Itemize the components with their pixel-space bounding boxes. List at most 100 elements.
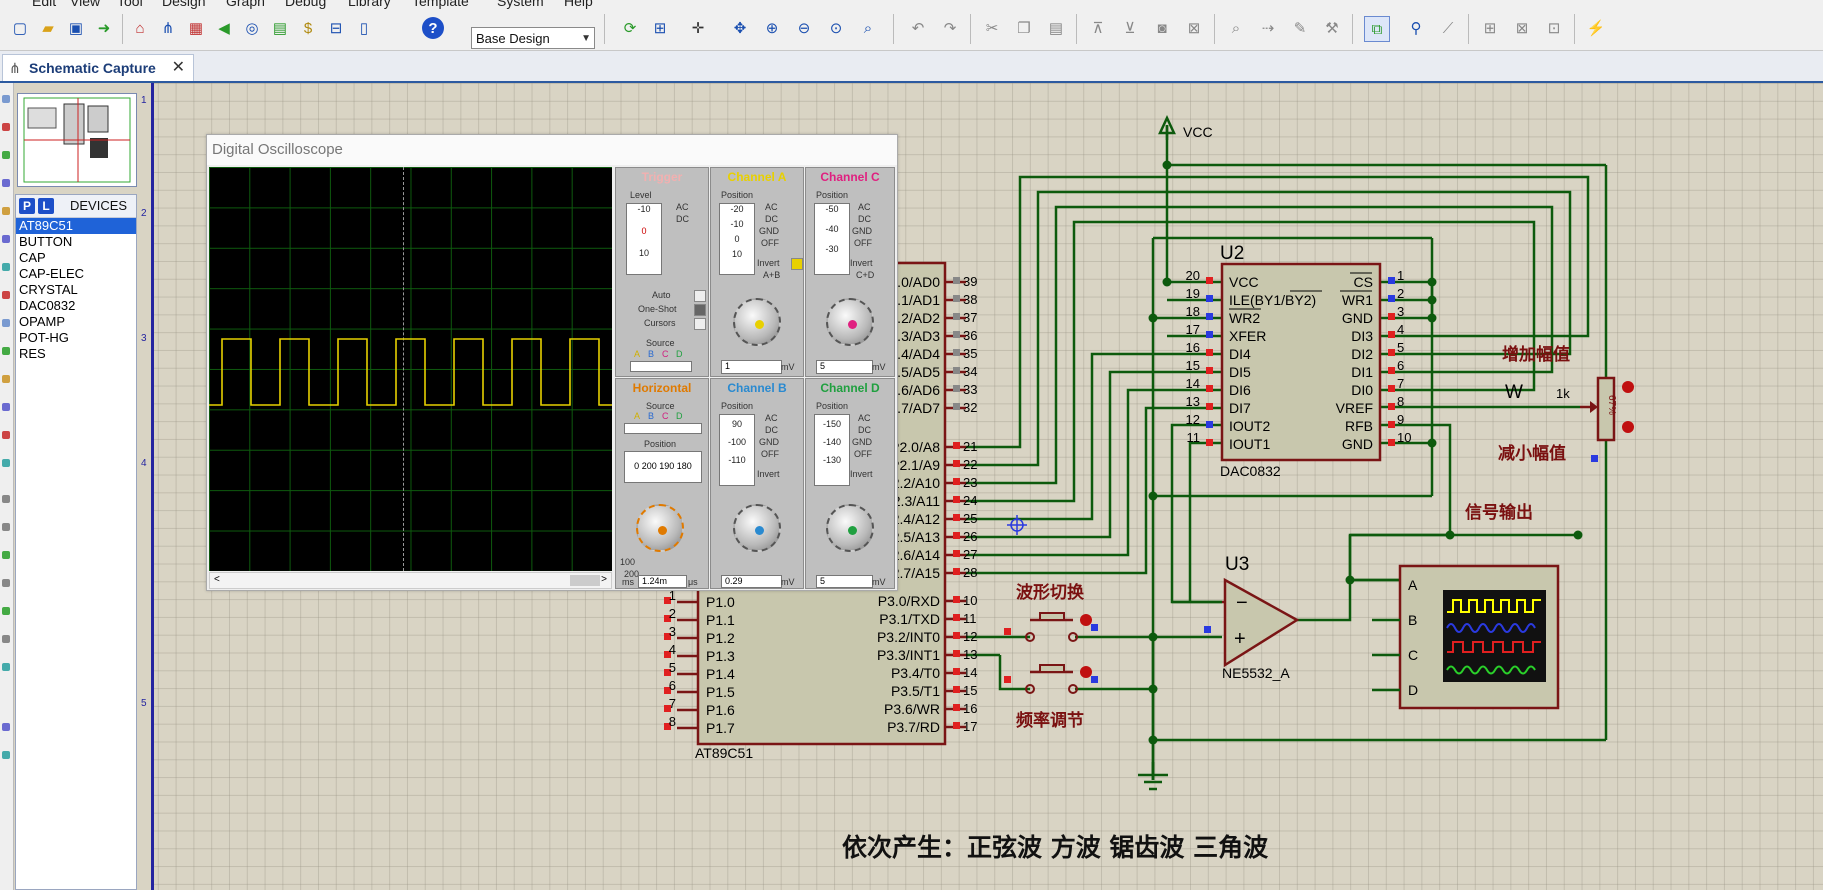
block-rotate-icon[interactable]: ◙ (1157, 19, 1167, 37)
circle-mode-icon[interactable] (2, 551, 10, 559)
copy-icon[interactable]: ❐ (1017, 20, 1031, 37)
symbol-mode-icon[interactable] (2, 663, 10, 671)
close-icon[interactable]: ✕ (171, 59, 185, 76)
channel-b-volts-knob[interactable] (733, 504, 781, 552)
decompose-icon[interactable]: ⚒ (1325, 20, 1339, 37)
probe-mode-icon[interactable] (2, 431, 10, 439)
pan-icon[interactable]: ✥ (733, 20, 747, 37)
search-icon[interactable]: ⚲ (1410, 20, 1422, 37)
document-icon[interactable]: ▯ (359, 20, 369, 37)
gerber-icon[interactable]: ◎ (245, 20, 259, 37)
pcb-icon[interactable]: ▦ (188, 20, 204, 37)
frequency-adjust-button[interactable] (1004, 664, 1098, 694)
device-item-dac0832[interactable]: DAC0832 (19, 298, 76, 313)
menu-view[interactable]: View (70, 0, 101, 9)
component-mode-icon[interactable] (2, 123, 10, 131)
device-item-res[interactable]: RES (19, 346, 46, 361)
subcircuit-mode-icon[interactable] (2, 263, 10, 271)
display-scrollbar[interactable]: <> (209, 572, 612, 589)
channel-c-range-field[interactable]: 5 (816, 360, 873, 374)
channel-d-position-slider[interactable]: -150 -140 -130 (814, 414, 850, 486)
source-code-icon[interactable]: ⊟ (329, 20, 343, 37)
3d-icon[interactable]: ◀ (218, 20, 230, 37)
invert-button[interactable] (791, 258, 803, 270)
menu-tool[interactable]: Tool (117, 0, 143, 9)
pin-mode-icon[interactable] (2, 319, 10, 327)
bus-mode-icon[interactable] (2, 235, 10, 243)
mirror-icon[interactable] (2, 751, 10, 759)
import-icon[interactable]: ➜ (97, 20, 111, 37)
property-tool-icon[interactable]: ⟋ (1442, 19, 1454, 37)
device-item-pot-hg[interactable]: POT-HG (19, 330, 69, 345)
ground-symbol[interactable] (1138, 762, 1168, 791)
trigger-level-slider[interactable]: -10 0 10 (626, 203, 662, 275)
wire-autorouter-icon[interactable]: ⧉ (1364, 16, 1390, 42)
menu-help[interactable]: Help (564, 0, 593, 9)
packaging-icon[interactable]: ✎ (1293, 20, 1307, 37)
cut-icon[interactable]: ✂ (985, 20, 999, 37)
channel-d-volts-knob[interactable] (826, 504, 874, 552)
box-mode-icon[interactable] (2, 523, 10, 531)
line-mode-icon[interactable] (2, 495, 10, 503)
text-mode-icon[interactable] (2, 635, 10, 643)
library-manager-button[interactable]: L (38, 198, 54, 214)
channel-d-range-field[interactable]: 5 (816, 575, 873, 588)
dac0832-chip[interactable]: U2 DAC0832 (1220, 243, 1382, 479)
menu-system[interactable]: System (497, 0, 544, 9)
arc-mode-icon[interactable] (2, 579, 10, 587)
timebase-knob[interactable] (636, 504, 684, 552)
oscilloscope-instrument[interactable]: A B C D (1372, 564, 1560, 710)
menu-design[interactable]: Design (162, 0, 206, 9)
zoom-area-icon[interactable]: ⌕ (863, 19, 873, 37)
menu-library[interactable]: Library (348, 0, 391, 9)
zoom-all-icon[interactable]: ⊙ (829, 20, 843, 37)
digital-oscilloscope-window[interactable]: Digital Oscilloscope <> Trigger Level -1… (206, 134, 898, 591)
help-icon[interactable]: ? (422, 17, 444, 39)
selection-mode-icon[interactable] (2, 95, 10, 103)
device-item-cap[interactable]: CAP (19, 250, 46, 265)
device-item-opamp[interactable]: OPAMP (19, 314, 65, 329)
paste-icon[interactable]: ▤ (1048, 20, 1064, 37)
junction-mode-icon[interactable] (2, 151, 10, 159)
block-delete-icon[interactable]: ⊠ (1187, 20, 1201, 37)
menu-edit[interactable]: Edit (32, 0, 57, 9)
vcc-terminal[interactable]: VCC (1158, 115, 1213, 140)
schematic-icon[interactable]: ⋔ (161, 20, 175, 37)
channel-a-volts-knob[interactable] (733, 298, 781, 346)
refresh-icon[interactable]: ⟳ (623, 20, 637, 37)
new-sheet-icon[interactable]: ⊞ (1483, 20, 1497, 37)
channel-a-range-field[interactable]: 1 (721, 360, 782, 374)
wave-switch-button[interactable] (1004, 612, 1098, 642)
timebase-field[interactable]: 1.24m (638, 575, 687, 588)
design-selector[interactable]: Base Design▼ (471, 27, 595, 49)
open-folder-icon[interactable]: ▰ (42, 20, 54, 37)
graph-mode-icon[interactable] (2, 347, 10, 355)
horizontal-position-slider[interactable]: 0 200 190 180 (624, 451, 702, 483)
cursors-button[interactable] (694, 318, 706, 330)
bom-icon[interactable]: ▤ (272, 20, 288, 37)
one-shot-button[interactable] (694, 304, 706, 316)
zoom-out-icon[interactable]: ⊖ (797, 20, 811, 37)
channel-b-range-field[interactable]: 0.29 (721, 575, 782, 588)
trigger-source-slider[interactable] (630, 361, 692, 372)
path-mode-icon[interactable] (2, 607, 10, 615)
home-icon[interactable]: ⌂ (135, 19, 145, 37)
exit-parent-icon[interactable]: ⊡ (1547, 20, 1561, 37)
potentiometer-pot-hg[interactable]: 67% W 1k (1505, 376, 1634, 462)
wire-label-mode-icon[interactable] (2, 179, 10, 187)
oscilloscope-title-bar[interactable]: Digital Oscilloscope (207, 135, 897, 165)
menu-template[interactable]: Template (412, 0, 469, 9)
redo-icon[interactable]: ↷ (943, 20, 957, 37)
zoom-in-icon[interactable]: ⊕ (765, 20, 779, 37)
device-item-crystal[interactable]: CRYSTAL (19, 282, 78, 297)
horizontal-source-slider[interactable] (624, 423, 702, 434)
block-move-icon[interactable]: ⊻ (1124, 20, 1136, 37)
save-icon[interactable]: ▣ (68, 20, 84, 37)
overview-window[interactable] (17, 93, 137, 187)
channel-b-position-slider[interactable]: 90 -100 -110 (719, 414, 755, 486)
channel-c-position-slider[interactable]: -50 -40 -30 (814, 203, 850, 275)
pick-devices-button[interactable]: P (19, 198, 35, 214)
block-copy-icon[interactable]: ⊼ (1092, 20, 1104, 37)
make-device-icon[interactable]: ⇢ (1261, 20, 1275, 37)
origin-icon[interactable]: ✛ (691, 20, 705, 37)
